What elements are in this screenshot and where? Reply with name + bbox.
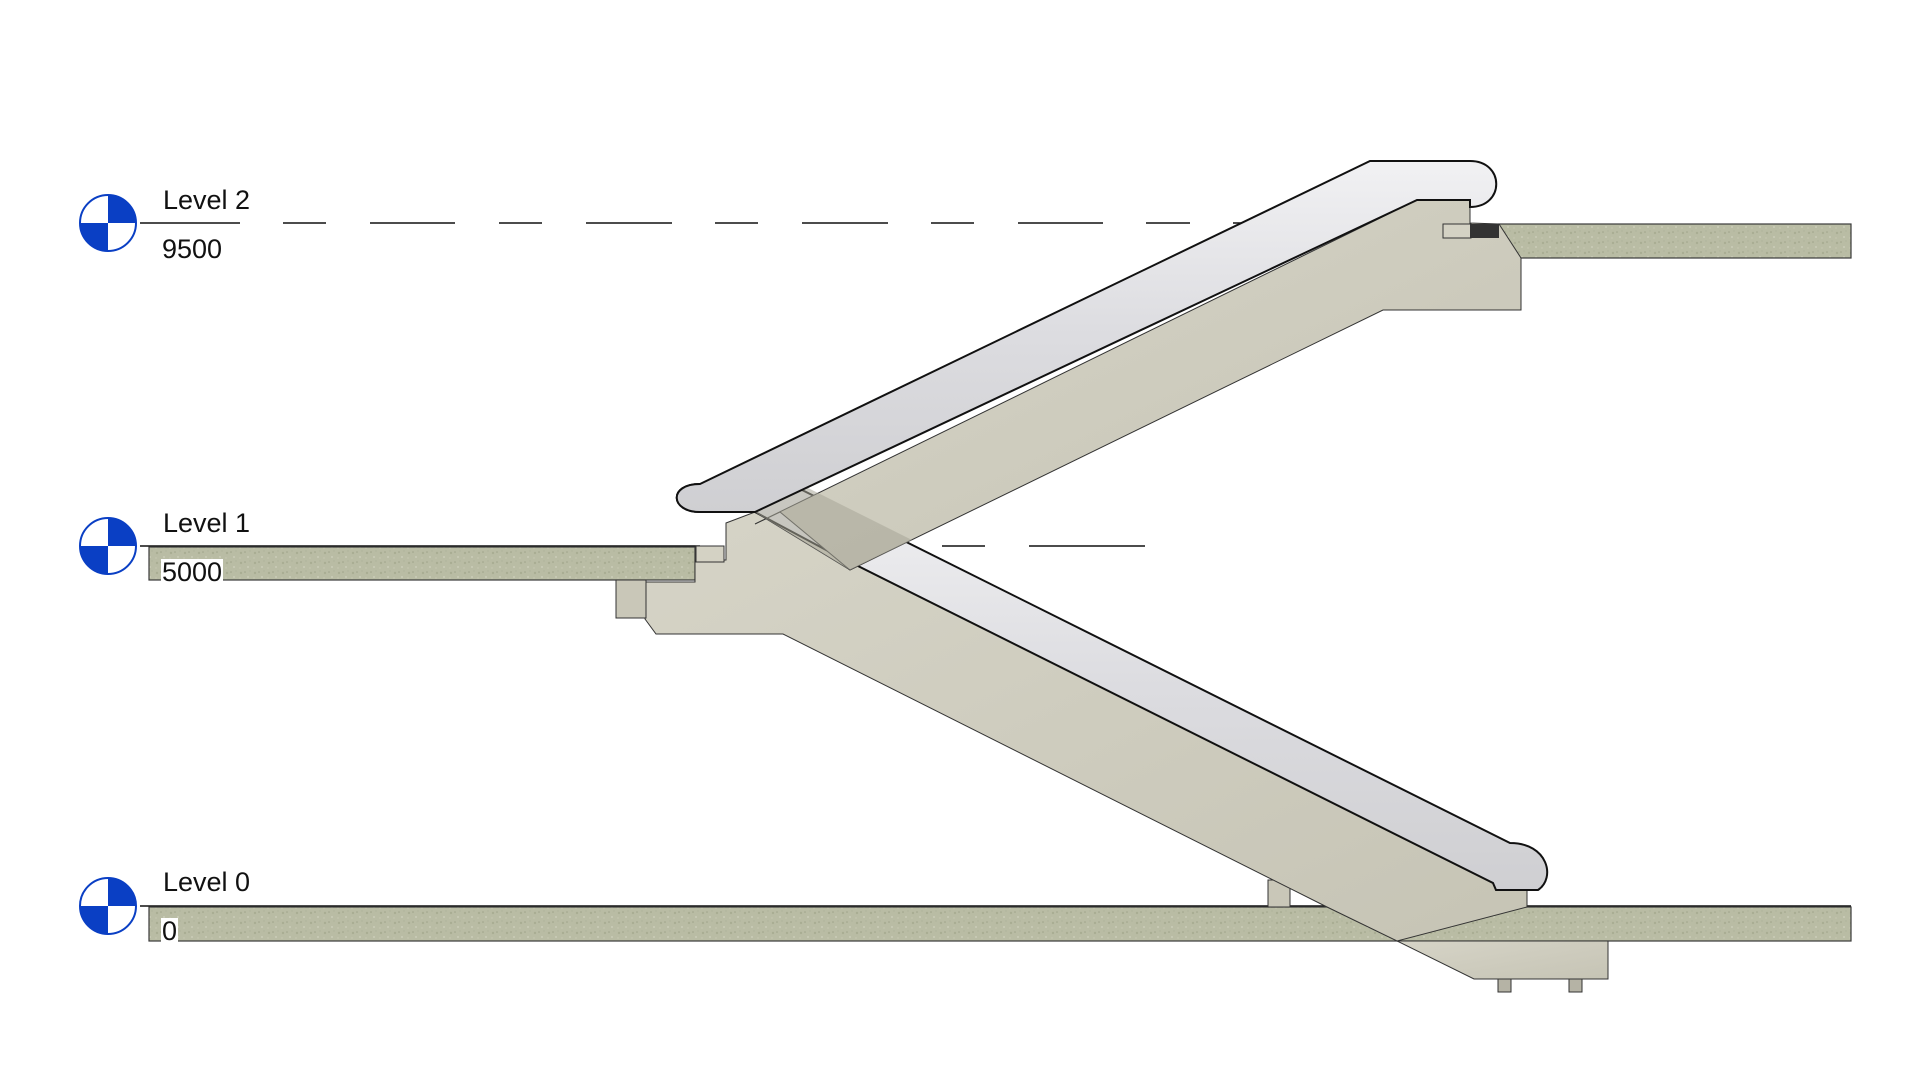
level-2-comb-plate bbox=[1442, 223, 1472, 239]
upper-balustrade bbox=[675, 160, 1498, 513]
level-2-edge-trim bbox=[1470, 224, 1499, 238]
level-2-marker-icon[interactable] bbox=[79, 194, 137, 252]
level-1-landing-beam bbox=[615, 579, 647, 619]
lower-truss-body bbox=[644, 511, 1528, 942]
upper-truss-body bbox=[754, 199, 1522, 571]
lower-pit-truss bbox=[1396, 940, 1609, 980]
level-2-name[interactable]: Level 2 bbox=[163, 185, 251, 215]
level-2-floor-slab bbox=[1498, 223, 1852, 259]
level-1-marker-icon[interactable] bbox=[79, 517, 137, 575]
level-0-name[interactable]: Level 0 bbox=[163, 867, 251, 897]
upper-escalator-flight bbox=[675, 160, 1522, 571]
pit-support-left bbox=[1497, 978, 1512, 993]
flight-overlap-shadow bbox=[755, 484, 912, 570]
level-1-landing bbox=[615, 545, 725, 619]
level-2-elevation[interactable]: 9500 bbox=[161, 234, 224, 264]
level-1-comb-plate bbox=[695, 545, 725, 563]
lower-escalator-flight bbox=[644, 483, 1609, 993]
pit-support-right bbox=[1568, 978, 1583, 993]
level-1-floor-slab bbox=[148, 546, 696, 581]
level-1-name[interactable]: Level 1 bbox=[163, 508, 251, 538]
level-1-elevation[interactable]: 5000 bbox=[161, 557, 224, 587]
level-0-marker-icon[interactable] bbox=[79, 877, 137, 935]
level-0-elevation[interactable]: 0 bbox=[161, 916, 179, 946]
level-0-floor-slab bbox=[148, 906, 1852, 942]
